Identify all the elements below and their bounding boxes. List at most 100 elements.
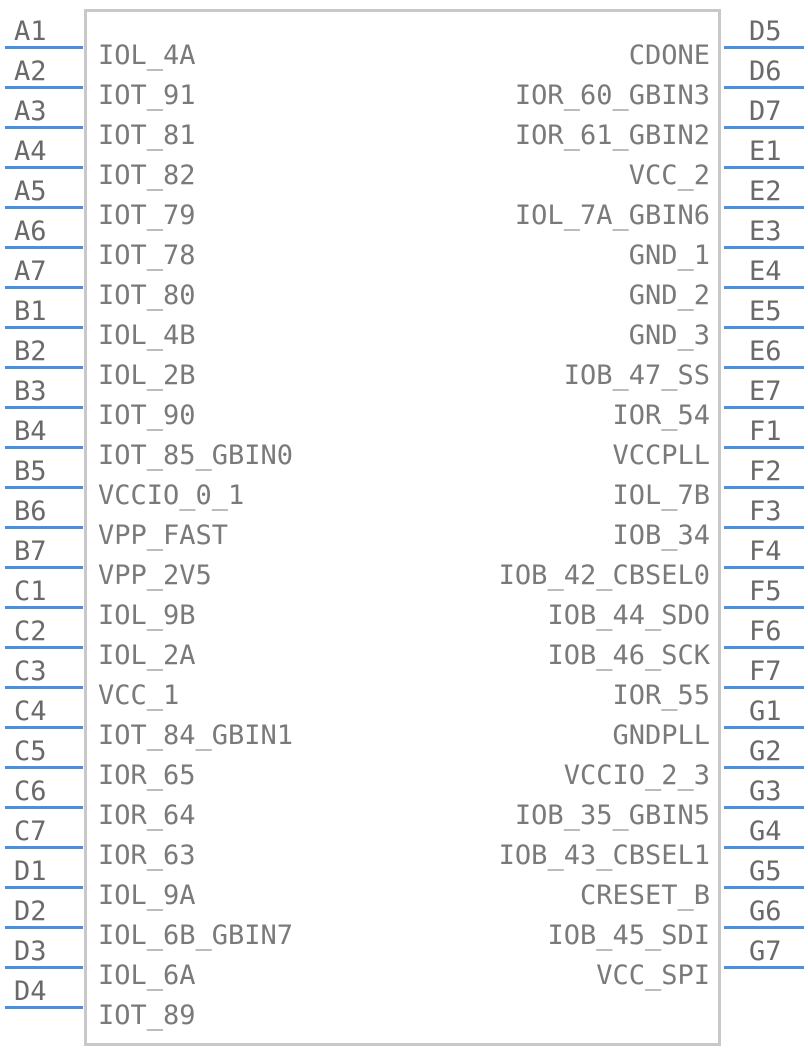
pin-number: G6 — [749, 896, 782, 927]
pin-lead — [5, 286, 83, 289]
pin-number: D7 — [749, 96, 782, 127]
pin-signal-label: IOR_55 — [612, 680, 710, 711]
pin-lead — [724, 726, 804, 729]
pin-lead — [5, 46, 83, 49]
pin-number: G4 — [749, 816, 782, 847]
pin-lead — [5, 646, 83, 649]
pin-number: C6 — [14, 776, 47, 807]
pin-signal-label: IOT_78 — [98, 240, 196, 271]
pin-lead — [5, 606, 83, 609]
pin-lead — [724, 766, 804, 769]
pin-signal-label: IOL_7A_GBIN6 — [514, 200, 710, 231]
pin-signal-label: IOT_80 — [98, 280, 196, 311]
pin-signal-label: IOT_89 — [98, 1000, 196, 1031]
pin-number: G5 — [749, 856, 782, 887]
pin-number: A5 — [14, 176, 47, 207]
pin-lead — [5, 86, 83, 89]
pin-lead — [5, 326, 83, 329]
pin-lead — [5, 1006, 83, 1009]
pin-lead — [5, 486, 83, 489]
pin-signal-label: IOL_7B — [612, 480, 710, 511]
pin-signal-label: IOT_90 — [98, 400, 196, 431]
pin-signal-label: VCC_SPI — [596, 960, 710, 991]
pin-lead — [5, 766, 83, 769]
pin-number: A7 — [14, 256, 47, 287]
pin-lead — [5, 966, 83, 969]
pin-signal-label: VCCIO_2_3 — [563, 760, 710, 791]
pin-signal-label: IOT_81 — [98, 120, 196, 151]
pin-number: E2 — [749, 176, 782, 207]
pin-number: B4 — [14, 416, 47, 447]
pin-lead — [724, 966, 804, 969]
pin-number: B7 — [14, 536, 47, 567]
pin-lead — [724, 126, 804, 129]
pin-signal-label: IOR_60_GBIN3 — [514, 80, 710, 111]
pin-signal-label: GND_2 — [628, 280, 710, 311]
pin-signal-label: GND_1 — [628, 240, 710, 271]
pin-number: A1 — [14, 16, 47, 47]
pin-lead — [5, 886, 83, 889]
pin-number: F7 — [749, 656, 782, 687]
pin-number: C5 — [14, 736, 47, 767]
pin-lead — [724, 526, 804, 529]
pin-number: D6 — [749, 56, 782, 87]
pin-lead — [724, 926, 804, 929]
pin-signal-label: IOB_42_CBSEL0 — [498, 560, 710, 591]
pin-signal-label: VCC_2 — [628, 160, 710, 191]
pin-number: E1 — [749, 136, 782, 167]
pin-signal-label: IOB_45_SDI — [547, 920, 710, 951]
pin-lead — [5, 726, 83, 729]
pin-signal-label: IOB_44_SDO — [547, 600, 710, 631]
pin-number: B3 — [14, 376, 47, 407]
pin-number: E5 — [749, 296, 782, 327]
pin-number: A3 — [14, 96, 47, 127]
pin-lead — [5, 686, 83, 689]
pin-number: B6 — [14, 496, 47, 527]
pin-number: G2 — [749, 736, 782, 767]
pin-signal-label: IOT_85_GBIN0 — [98, 440, 294, 471]
pin-lead — [724, 326, 804, 329]
pin-number: B5 — [14, 456, 47, 487]
pin-lead — [5, 206, 83, 209]
pin-signal-label: IOL_2B — [98, 360, 196, 391]
pin-number: E7 — [749, 376, 782, 407]
pin-signal-label: VCCIO_0_1 — [98, 480, 245, 511]
pin-signal-label: IOR_65 — [98, 760, 196, 791]
pin-signal-label: IOL_9A — [98, 880, 196, 911]
pin-number: G1 — [749, 696, 782, 727]
pin-number: B1 — [14, 296, 47, 327]
pin-signal-label: IOT_79 — [98, 200, 196, 231]
pin-signal-label: IOB_34 — [612, 520, 710, 551]
pin-signal-label: IOB_35_GBIN5 — [514, 800, 710, 831]
pin-lead — [5, 526, 83, 529]
pin-number: A6 — [14, 216, 47, 247]
pin-lead — [5, 166, 83, 169]
pin-number: C4 — [14, 696, 47, 727]
pin-signal-label: IOL_4B — [98, 320, 196, 351]
pin-signal-label: IOL_9B — [98, 600, 196, 631]
pin-number: C7 — [14, 816, 47, 847]
pin-number: E4 — [749, 256, 782, 287]
pin-number: D5 — [749, 16, 782, 47]
pin-lead — [5, 806, 83, 809]
pin-lead — [724, 406, 804, 409]
pin-signal-label: IOR_54 — [612, 400, 710, 431]
pin-number: F5 — [749, 576, 782, 607]
pin-signal-label: IOR_61_GBIN2 — [514, 120, 710, 151]
pin-number: C2 — [14, 616, 47, 647]
pin-lead — [724, 806, 804, 809]
pin-lead — [5, 126, 83, 129]
pin-number: G7 — [749, 936, 782, 967]
pin-lead — [724, 646, 804, 649]
pin-signal-label: IOL_6B_GBIN7 — [98, 920, 294, 951]
pin-signal-label: IOB_47_SS — [563, 360, 710, 391]
pin-signal-label: IOB_43_CBSEL1 — [498, 840, 710, 871]
pin-lead — [724, 686, 804, 689]
pin-lead — [5, 406, 83, 409]
pin-lead — [724, 286, 804, 289]
pin-signal-label: IOL_4A — [98, 40, 196, 71]
pin-signal-label: IOT_82 — [98, 160, 196, 191]
pin-number: A4 — [14, 136, 47, 167]
pin-number: F4 — [749, 536, 782, 567]
pin-signal-label: GND_3 — [628, 320, 710, 351]
